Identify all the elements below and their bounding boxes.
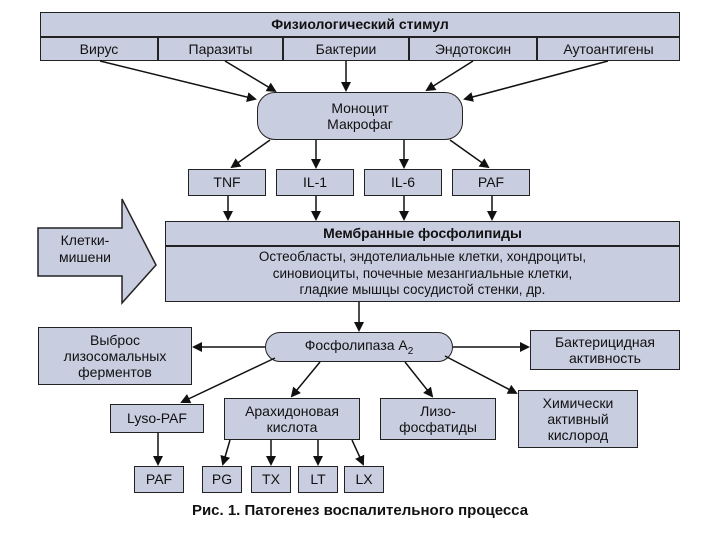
cytokine-paf-label: PAF — [477, 174, 505, 191]
stimulus-box: Физиологический стимул — [40, 12, 680, 37]
arrow-autoantigens-monocyte — [463, 60, 609, 102]
source-virus-label: Вирус — [79, 40, 119, 57]
bactericidal-label: Бактерицидная активность — [554, 333, 655, 366]
lysophosphatides-label: Лизо- фосфатиды — [399, 402, 477, 435]
reactive-oxygen-box: Химически активный кислород — [518, 390, 638, 448]
lyso-paf-box: Lyso-PAF — [110, 404, 204, 433]
paf-box: PAF — [134, 466, 184, 493]
arachidonic-box: Арахидоновая кислота — [224, 398, 360, 440]
mediator-pg: PG — [202, 466, 242, 493]
arrow-phospholipase-lysophosphatides — [404, 361, 434, 398]
source-bacteria: Бактерии — [283, 37, 409, 61]
source-autoantigens-label: Аутоантигены — [563, 40, 654, 57]
arrow-arachidonic-lx — [351, 439, 365, 466]
mediator-lt-label: LT — [310, 471, 326, 488]
source-parasites-label: Паразиты — [188, 40, 253, 57]
arrow-monocyte-tnf — [230, 139, 271, 169]
membrane-body: Остеобласты, эндотелиальные клетки, хонд… — [258, 248, 587, 298]
cytokine-paf: PAF — [452, 169, 530, 196]
source-virus: Вирус — [40, 37, 158, 61]
cytokine-tnf-label: TNF — [213, 174, 241, 191]
paf-label: PAF — [145, 471, 173, 488]
monocyte-box: Моноцит Макрофаг — [257, 92, 463, 140]
membrane-title-box: Мембранные фосфолипиды — [165, 221, 680, 246]
source-bacteria-label: Бактерии — [315, 40, 377, 57]
phospholipase-box: Фосфолипаза А2 — [265, 332, 453, 362]
arrow-monocyte-paf — [449, 139, 490, 169]
lysosomal-box: Выброс лизосомальных ферментов — [38, 327, 192, 385]
source-endotoxin-label: Эндотоксин — [434, 40, 512, 57]
lyso-paf-label: Lyso-PAF — [127, 410, 187, 427]
cytokine-tnf: TNF — [188, 169, 266, 196]
bactericidal-box: Бактерицидная активность — [530, 330, 680, 370]
arrow-phospholipase-lysopaf — [180, 357, 276, 404]
source-autoantigens: Аутоантигены — [537, 37, 680, 61]
cytokine-il1: IL-1 — [276, 169, 354, 196]
source-endotoxin: Эндотоксин — [409, 37, 537, 61]
cytokine-il6-label: IL-6 — [390, 174, 416, 191]
lysophosphatides-box: Лизо- фосфатиды — [380, 398, 496, 440]
phospholipase-name: Фосфолипаза А — [304, 336, 408, 353]
lysosomal-label: Выброс лизосомальных ферментов — [63, 331, 167, 381]
cytokine-il1-label: IL-1 — [302, 174, 328, 191]
mediator-lt: LT — [298, 466, 338, 493]
mediator-tx: TX — [251, 466, 291, 493]
arachidonic-label: Арахидоновая кислота — [245, 402, 339, 435]
membrane-title: Мембранные фосфолипиды — [323, 225, 522, 242]
arrow-arachidonic-pg — [220, 439, 231, 466]
mediator-lx: LX — [344, 466, 384, 493]
arrow-phospholipase-arachidonic — [290, 361, 321, 398]
mediator-pg-label: PG — [211, 471, 233, 488]
arrow-parasites-monocyte — [224, 60, 277, 93]
source-parasites: Паразиты — [158, 37, 283, 61]
arrow-phospholipase-oxygen — [444, 355, 518, 394]
arrow-virus-monocyte — [99, 60, 257, 102]
membrane-body-box: Остеобласты, эндотелиальные клетки, хонд… — [165, 246, 680, 302]
mediator-tx-label: TX — [262, 471, 280, 488]
phospholipase-subscript: 2 — [407, 345, 414, 357]
monocyte-label: Моноцит Макрофаг — [327, 99, 393, 132]
phospholipase-label: Фосфолипаза А2 — [305, 337, 414, 357]
reactive-oxygen-label: Химически активный кислород — [542, 394, 614, 444]
figure-caption: Рис. 1. Патогенез воспалительного процес… — [191, 502, 529, 519]
mediator-lx-label: LX — [355, 471, 373, 488]
stimulus-label: Физиологический стимул — [271, 16, 449, 33]
target-cells-label: Клетки- мишени — [58, 232, 111, 265]
cytokine-il6: IL-6 — [364, 169, 442, 196]
arrow-endotoxin-monocyte — [425, 60, 474, 92]
